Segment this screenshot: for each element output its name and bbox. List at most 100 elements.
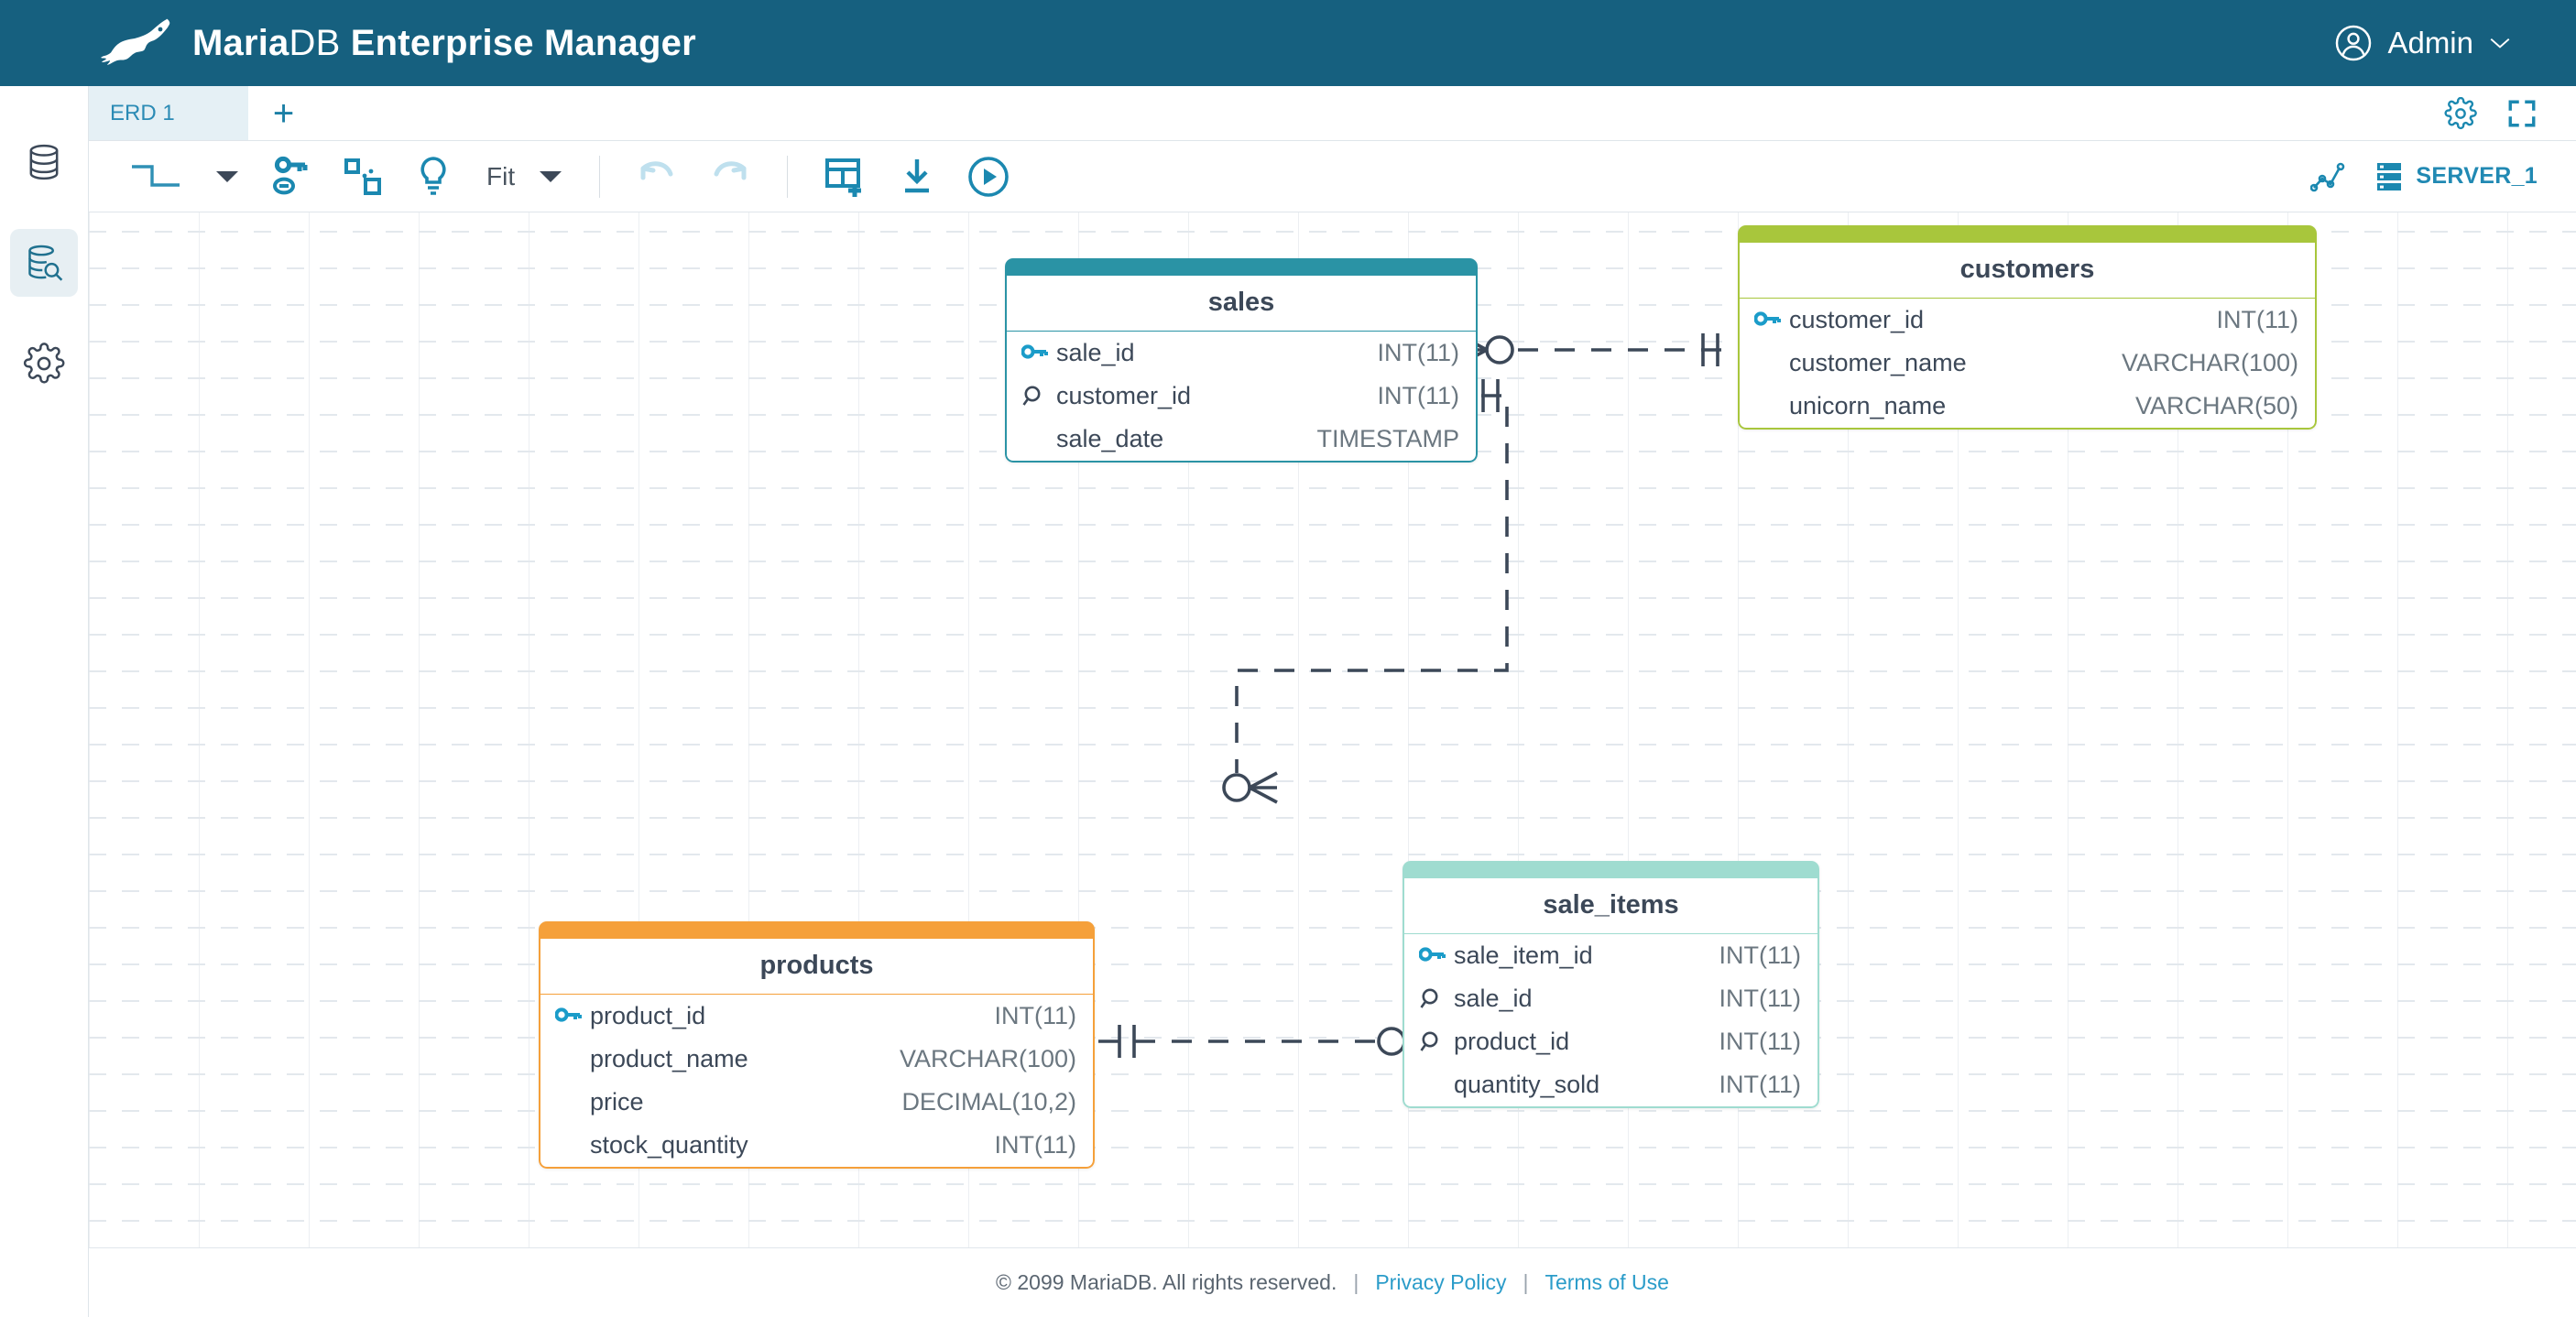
grid-line xyxy=(89,707,2576,709)
gear-icon[interactable] xyxy=(2444,96,2477,130)
auto-arrange-button[interactable] xyxy=(327,141,400,212)
grid-line xyxy=(89,524,2576,526)
chevron-down-icon xyxy=(216,171,238,182)
export-button[interactable] xyxy=(883,141,951,212)
erd-column-name: product_name xyxy=(590,1045,748,1072)
user-name-label: Admin xyxy=(2387,26,2473,60)
relationship-layer xyxy=(1098,333,1724,1058)
line-chart-icon[interactable] xyxy=(2310,159,2351,194)
line-style-dropdown[interactable] xyxy=(199,141,256,212)
privacy-policy-link[interactable]: Privacy Policy xyxy=(1375,1270,1507,1294)
grid-line xyxy=(89,634,2576,636)
server-name-label: SERVER_1 xyxy=(2416,163,2538,189)
toolbar-divider-2 xyxy=(787,155,789,198)
user-circle-icon xyxy=(2336,25,2372,61)
add-tab-button[interactable]: + xyxy=(272,93,295,134)
primary-key-icon xyxy=(1021,343,1048,359)
primary-key-icon xyxy=(1021,343,1049,364)
mariadb-seal-icon xyxy=(101,18,170,65)
brand-suffix: Enterprise Manager xyxy=(350,22,696,63)
toolbar-right-group: SERVER_1 xyxy=(2310,159,2576,194)
grid-line xyxy=(89,854,2576,855)
erd-table-accent-bar xyxy=(539,921,1095,939)
erd-table-accent-bar xyxy=(1738,225,2317,243)
undo-button[interactable] xyxy=(620,141,693,212)
index-key-icon xyxy=(1420,1031,1438,1051)
fullscreen-icon[interactable] xyxy=(2506,98,2538,129)
erd-column-name: customer_id xyxy=(1056,382,1192,409)
erd-column-name: stock_quantity xyxy=(590,1131,748,1159)
index-key-icon xyxy=(1021,385,1049,408)
user-menu[interactable]: Admin xyxy=(2334,24,2512,62)
footer-divider-1: | xyxy=(1353,1270,1359,1294)
grid-line xyxy=(89,597,2576,599)
primary-key-icon xyxy=(1419,946,1446,966)
sidebar-item-databases[interactable] xyxy=(10,128,78,196)
erd-table-title: products xyxy=(540,939,1093,995)
index-key-icon xyxy=(1022,386,1041,406)
erd-column-name: sale_id xyxy=(1056,339,1135,366)
erd-column-name: sale_date xyxy=(1056,425,1164,452)
index-key-icon xyxy=(1419,987,1446,1011)
chevron-down-icon xyxy=(540,171,562,182)
gear-icon xyxy=(23,343,65,384)
erd-column-name: customer_id xyxy=(1789,306,1925,333)
erd-table-title: customers xyxy=(1740,243,2315,299)
redo-button[interactable] xyxy=(693,141,767,212)
erd-column-name: customer_name xyxy=(1789,349,1967,376)
primary-key-icon xyxy=(555,1007,583,1027)
run-button[interactable] xyxy=(951,141,1026,212)
grid-line xyxy=(89,231,2576,233)
sidebar-item-query-editor[interactable] xyxy=(10,229,78,297)
auto-arrange-icon xyxy=(344,158,381,195)
chevron-down-icon xyxy=(2490,38,2510,49)
left-nav-rail xyxy=(0,86,89,1317)
erd-column-type: DECIMAL(10,2) xyxy=(901,1088,1076,1116)
grid-line xyxy=(89,927,2576,929)
play-circle-icon xyxy=(968,156,1009,197)
hints-button[interactable] xyxy=(400,141,466,212)
terms-of-use-link[interactable]: Terms of Use xyxy=(1545,1270,1669,1294)
erd-column-type: INT(11) xyxy=(1719,941,1801,969)
erd-table-title: sale_items xyxy=(1404,878,1817,934)
index-key-icon xyxy=(1420,988,1438,1008)
sidebar-item-settings[interactable] xyxy=(10,330,78,397)
erd-column-type: VARCHAR(50) xyxy=(2134,392,2298,419)
grid-line xyxy=(89,817,2576,819)
show-keys-button[interactable] xyxy=(256,141,327,212)
grid-line xyxy=(89,670,2576,672)
erd-column-type: VARCHAR(100) xyxy=(899,1045,1076,1072)
line-style-button[interactable] xyxy=(113,141,199,212)
server-selector[interactable]: SERVER_1 xyxy=(2374,160,2538,193)
add-table-button[interactable] xyxy=(808,141,883,212)
erd-column-type: TIMESTAMP xyxy=(1316,425,1459,452)
erd-column-name: sale_id xyxy=(1454,985,1533,1012)
lightbulb-icon xyxy=(420,156,446,195)
erd-column-row[interactable]: sale_date TIMESTAMP xyxy=(1007,418,1476,461)
tab-erd-1[interactable]: ERD 1 xyxy=(89,86,249,140)
erd-column-row[interactable]: product_name VARCHAR(100) xyxy=(540,1038,1093,1081)
grid-line xyxy=(89,890,2576,892)
zoom-dropdown[interactable] xyxy=(522,141,579,212)
